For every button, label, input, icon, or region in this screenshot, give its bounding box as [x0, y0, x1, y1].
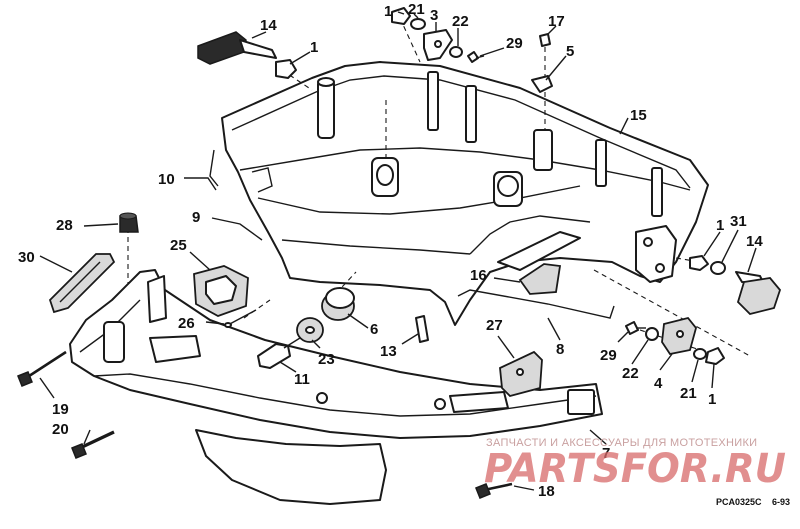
callout-10: 10: [158, 171, 175, 188]
callout-27: 27: [486, 317, 503, 334]
pin-13: [415, 315, 429, 343]
callout-5: 5: [566, 43, 574, 60]
callout-4: 4: [654, 375, 663, 392]
bolt-20: [71, 430, 115, 459]
drawing-code: PCA0325C 6-93: [716, 497, 790, 507]
grommet-28: [119, 212, 139, 233]
wire-link-8: [457, 289, 615, 319]
screw-17: [539, 33, 551, 47]
bolt-18: [475, 482, 513, 499]
callout-26: 26: [178, 315, 195, 332]
callout-28: 28: [56, 217, 73, 234]
callout-17: 17: [548, 13, 565, 30]
callout-14: 14: [746, 233, 763, 250]
seal-strip-30: [48, 253, 116, 314]
drawing-code-date: 6-93: [772, 497, 790, 507]
callout-7: 7: [602, 445, 610, 462]
washer-top: [410, 18, 426, 30]
callout-18: 18: [538, 483, 555, 500]
leader-lines: [39, 11, 757, 491]
watermark: ЗАПЧАСТИ И АКСЕССУАРЫ ДЛЯ МОТОТЕХНИКИ PA…: [484, 437, 786, 492]
callout-20: 20: [52, 421, 69, 438]
washer-22-right: [645, 327, 659, 341]
washer-31: [710, 261, 726, 275]
stud-11: [257, 337, 301, 369]
callout-19: 19: [52, 401, 69, 418]
callout-21: 21: [408, 1, 425, 18]
handle-upper-left: [197, 31, 277, 65]
callout-15: 15: [630, 107, 647, 124]
callout-8: 8: [556, 341, 564, 358]
nut-top: [391, 7, 411, 25]
washer-23: [296, 317, 324, 343]
callout-30: 30: [18, 249, 35, 266]
handle-right-14: [735, 271, 782, 315]
callout-29: 29: [600, 347, 617, 364]
callout-29: 29: [506, 35, 523, 52]
bracket-27: [499, 350, 543, 398]
callout-25: 25: [170, 237, 187, 254]
upper-motor-cover-tray: [221, 61, 709, 326]
callout-14: 14: [260, 17, 277, 34]
pin-26: [224, 309, 257, 328]
washer-21-right: [693, 348, 707, 360]
callout-23: 23: [318, 351, 335, 368]
callout-1: 1: [716, 217, 724, 234]
callout-1: 1: [384, 3, 392, 20]
callout-6: 6: [370, 321, 378, 338]
latch-bracket-top: [423, 29, 453, 61]
callout-31: 31: [730, 213, 747, 230]
callout-9: 9: [192, 209, 200, 226]
screw-29-right: [625, 321, 646, 335]
callout-3: 3: [430, 7, 438, 24]
callout-1: 1: [310, 39, 318, 56]
callout-1: 1: [708, 391, 716, 408]
screw-29-top: [467, 51, 485, 63]
nut-right-1: [689, 255, 709, 271]
grommet-25: [193, 265, 249, 317]
callout-13: 13: [380, 343, 397, 360]
grommet-6: [321, 287, 355, 321]
callout-21: 21: [680, 385, 697, 402]
nut-upper-left: [275, 59, 297, 79]
bolt-19: [17, 350, 67, 387]
callout-11: 11: [294, 371, 310, 388]
callout-numbers: 14 1 1 21 3 22 29 17 5 15 10 9 28 30 25 …: [18, 1, 763, 500]
callout-22: 22: [622, 365, 639, 382]
latch-bracket-4: [661, 316, 697, 356]
washer-22-top: [449, 46, 463, 58]
drawing-code-id: PCA0325C: [716, 497, 762, 507]
watermark-brand: PARTSFOR.RU: [484, 446, 786, 492]
watermark-tagline: ЗАПЧАСТИ И АКСЕССУАРЫ ДЛЯ МОТОТЕХНИКИ: [486, 437, 757, 449]
lower-motor-cover: [69, 269, 603, 505]
pad-16: [518, 263, 562, 295]
callout-16: 16: [470, 267, 487, 284]
clip-5: [531, 75, 553, 93]
callout-22: 22: [452, 13, 469, 30]
nut-right-bottom-1: [705, 347, 725, 365]
